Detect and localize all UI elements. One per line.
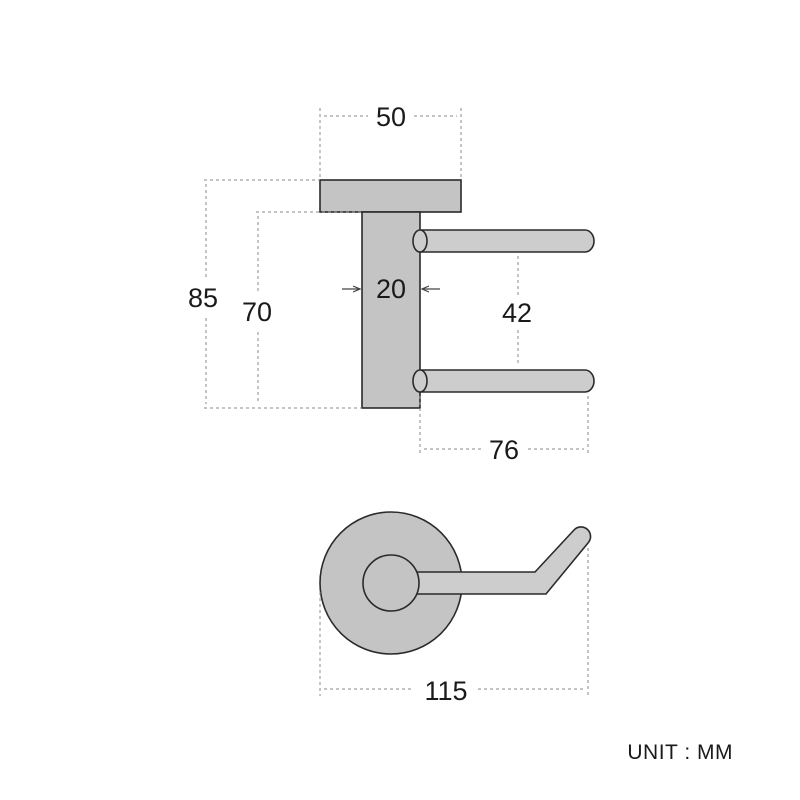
dim-label-post-height: 70 [242,297,272,327]
side-view [319,179,595,409]
dimension-base-width: 50 [319,102,462,180]
dim-label-total-height: 85 [188,283,218,313]
dimension-overall-length: 115 [319,548,589,706]
upper-hook-arm [412,229,595,253]
dimension-post-height: 70 [242,211,362,404]
dim-label-hook-spacing: 42 [502,298,532,328]
top-view [319,511,592,655]
dim-label-hook-length: 76 [489,435,519,465]
dim-label-post-width: 20 [376,274,406,304]
dimension-hook-spacing: 42 [502,256,532,366]
lower-hook-arm [412,369,595,393]
top-hook-arm [404,526,592,595]
dim-label-overall-length: 115 [424,676,467,706]
dim-label-base-width: 50 [376,102,406,132]
base-plate [319,179,462,213]
vertical-post [361,211,421,409]
dimension-hook-length: 76 [419,396,589,465]
post-inner-circle [362,554,420,612]
dimension-post-width: 20 [342,272,440,304]
unit-label: UNIT : MM [627,741,733,764]
dimension-total-height: 85 [188,179,362,409]
